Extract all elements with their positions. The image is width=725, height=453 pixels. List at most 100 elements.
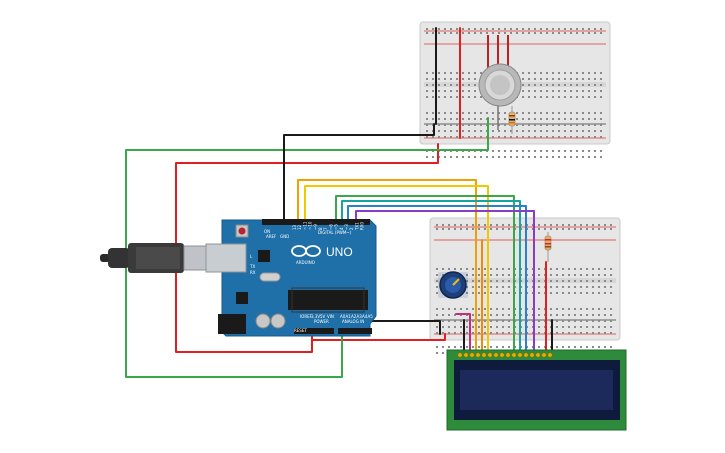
breadboard-hole[interactable]: [426, 84, 428, 86]
lcd-pin[interactable]: [481, 352, 487, 358]
breadboard-hole[interactable]: [568, 308, 570, 310]
breadboard-hole[interactable]: [442, 224, 444, 226]
breadboard-hole[interactable]: [576, 136, 578, 138]
breadboard-hole[interactable]: [600, 118, 602, 120]
breadboard-hole[interactable]: [522, 84, 524, 86]
breadboard-hole[interactable]: [474, 112, 476, 114]
breadboard-hole[interactable]: [492, 136, 494, 138]
breadboard-hole[interactable]: [556, 320, 558, 322]
breadboard-hole[interactable]: [460, 332, 462, 334]
breadboard-hole[interactable]: [472, 346, 474, 348]
breadboard-hole[interactable]: [558, 72, 560, 74]
breadboard-hole[interactable]: [562, 286, 564, 288]
breadboard-hole[interactable]: [570, 96, 572, 98]
breadboard-hole[interactable]: [604, 280, 606, 282]
breadboard-hole[interactable]: [450, 72, 452, 74]
breadboard-hole[interactable]: [426, 124, 428, 126]
breadboard-hole[interactable]: [444, 72, 446, 74]
breadboard-hole[interactable]: [574, 326, 576, 328]
breadboard-hole[interactable]: [478, 326, 480, 328]
lcd-pin[interactable]: [523, 352, 529, 358]
breadboard-hole[interactable]: [486, 112, 488, 114]
breadboard-hole[interactable]: [442, 308, 444, 310]
breadboard-hole[interactable]: [540, 112, 542, 114]
breadboard-hole[interactable]: [550, 268, 552, 270]
breadboard-hole[interactable]: [460, 268, 462, 270]
breadboard-hole[interactable]: [466, 326, 468, 328]
breadboard-hole[interactable]: [588, 28, 590, 30]
breadboard-hole[interactable]: [580, 346, 582, 348]
breadboard-hole[interactable]: [492, 150, 494, 152]
breadboard-hole[interactable]: [582, 112, 584, 114]
breadboard-hole[interactable]: [502, 274, 504, 276]
breadboard-hole[interactable]: [604, 314, 606, 316]
breadboard-hole[interactable]: [592, 308, 594, 310]
breadboard-hole[interactable]: [594, 84, 596, 86]
breadboard-hole[interactable]: [504, 112, 506, 114]
breadboard-hole[interactable]: [598, 268, 600, 270]
breadboard-hole[interactable]: [478, 280, 480, 282]
breadboard-hole[interactable]: [556, 224, 558, 226]
breadboard-hole[interactable]: [516, 136, 518, 138]
breadboard-hole[interactable]: [426, 78, 428, 80]
lcd-pin[interactable]: [463, 352, 469, 358]
breadboard-hole[interactable]: [550, 286, 552, 288]
breadboard-hole[interactable]: [522, 112, 524, 114]
breadboard-hole[interactable]: [502, 286, 504, 288]
breadboard-hole[interactable]: [540, 130, 542, 132]
breadboard-hole[interactable]: [450, 96, 452, 98]
breadboard-hole[interactable]: [442, 274, 444, 276]
breadboard-hole[interactable]: [496, 224, 498, 226]
breadboard-hole[interactable]: [460, 308, 462, 310]
breadboard-hole[interactable]: [534, 84, 536, 86]
breadboard-hole[interactable]: [442, 320, 444, 322]
breadboard-hole[interactable]: [496, 326, 498, 328]
breadboard-hole[interactable]: [592, 332, 594, 334]
breadboard-hole[interactable]: [444, 156, 446, 158]
breadboard-hole[interactable]: [582, 32, 584, 34]
breadboard-hole[interactable]: [508, 346, 510, 348]
breadboard-hole[interactable]: [474, 130, 476, 132]
breadboard-hole[interactable]: [546, 118, 548, 120]
breadboard-hole[interactable]: [426, 118, 428, 120]
breadboard-hole[interactable]: [586, 274, 588, 276]
breadboard-hole[interactable]: [450, 130, 452, 132]
breadboard-hole[interactable]: [610, 224, 612, 226]
breadboard-hole[interactable]: [466, 292, 468, 294]
breadboard-hole[interactable]: [468, 72, 470, 74]
breadboard-hole[interactable]: [586, 326, 588, 328]
breadboard-hole[interactable]: [576, 72, 578, 74]
breadboard-hole[interactable]: [510, 150, 512, 152]
breadboard-hole[interactable]: [462, 78, 464, 80]
breadboard-hole[interactable]: [436, 224, 438, 226]
breadboard-hole[interactable]: [556, 308, 558, 310]
breadboard-hole[interactable]: [538, 286, 540, 288]
breadboard-hole[interactable]: [454, 346, 456, 348]
breadboard-hole[interactable]: [436, 280, 438, 282]
breadboard-hole[interactable]: [490, 292, 492, 294]
breadboard-hole[interactable]: [534, 150, 536, 152]
breadboard-hole[interactable]: [528, 32, 530, 34]
breadboard-hole[interactable]: [478, 346, 480, 348]
breadboard-hole[interactable]: [588, 112, 590, 114]
breadboard-hole[interactable]: [546, 150, 548, 152]
breadboard-hole[interactable]: [564, 90, 566, 92]
breadboard-hole[interactable]: [576, 32, 578, 34]
breadboard-hole[interactable]: [600, 150, 602, 152]
wire-yellow[interactable]: [304, 185, 489, 353]
breadboard-hole[interactable]: [580, 320, 582, 322]
breadboard-hole[interactable]: [574, 308, 576, 310]
breadboard-hole[interactable]: [462, 28, 464, 30]
breadboard-hole[interactable]: [480, 130, 482, 132]
breadboard-hole[interactable]: [456, 72, 458, 74]
breadboard-hole[interactable]: [460, 346, 462, 348]
breadboard-hole[interactable]: [546, 112, 548, 114]
breadboard-hole[interactable]: [598, 292, 600, 294]
breadboard-hole[interactable]: [450, 156, 452, 158]
breadboard-hole[interactable]: [564, 28, 566, 30]
breadboard-hole[interactable]: [580, 224, 582, 226]
breadboard-hole[interactable]: [550, 308, 552, 310]
breadboard-hole[interactable]: [580, 228, 582, 230]
breadboard-hole[interactable]: [610, 268, 612, 270]
breadboard-hole[interactable]: [582, 130, 584, 132]
